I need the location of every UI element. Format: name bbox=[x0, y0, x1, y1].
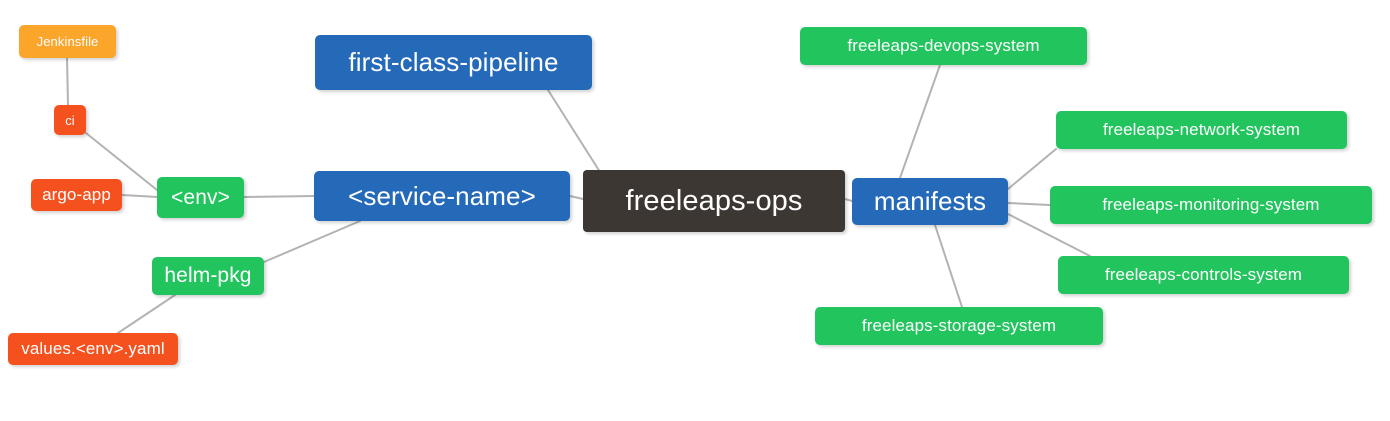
edge-manifests-to-freeleaps-network-system bbox=[1007, 148, 1057, 190]
edge-service-name-to-env bbox=[243, 195, 315, 198]
node-ci[interactable]: ci bbox=[54, 105, 86, 135]
node-env[interactable]: <env> bbox=[157, 177, 244, 218]
node-service-name[interactable]: <service-name> bbox=[314, 171, 570, 221]
node-freeleaps-devops-system[interactable]: freeleaps-devops-system bbox=[800, 27, 1087, 65]
edge-env-to-ci bbox=[85, 132, 158, 191]
edge-freeleaps-ops-to-service-name bbox=[569, 195, 584, 200]
edge-manifests-to-freeleaps-controls-system bbox=[1007, 213, 1091, 257]
edge-env-to-argo-app bbox=[121, 194, 158, 198]
edge-service-name-to-helm-pkg bbox=[263, 220, 361, 263]
node-first-class-pipeline[interactable]: first-class-pipeline bbox=[315, 35, 592, 90]
node-freeleaps-ops[interactable]: freeleaps-ops bbox=[583, 170, 845, 232]
node-freeleaps-controls-system[interactable]: freeleaps-controls-system bbox=[1058, 256, 1349, 294]
node-freeleaps-monitoring-system[interactable]: freeleaps-monitoring-system bbox=[1050, 186, 1372, 224]
node-freeleaps-storage-system[interactable]: freeleaps-storage-system bbox=[815, 307, 1103, 345]
node-jenkinsfile[interactable]: Jenkinsfile bbox=[19, 25, 116, 58]
edge-manifests-to-freeleaps-storage-system bbox=[934, 224, 963, 308]
node-argo-app[interactable]: argo-app bbox=[31, 179, 122, 211]
node-helm-pkg[interactable]: helm-pkg bbox=[152, 257, 264, 295]
edge-freeleaps-ops-to-first-class-pipeline bbox=[547, 89, 601, 173]
node-freeleaps-network-system[interactable]: freeleaps-network-system bbox=[1056, 111, 1347, 149]
edge-ci-to-jenkinsfile bbox=[66, 57, 69, 106]
node-values-env-yaml[interactable]: values.<env>.yaml bbox=[8, 333, 178, 365]
edge-helm-pkg-to-values-env-yaml bbox=[117, 294, 176, 334]
edge-manifests-to-freeleaps-devops-system bbox=[899, 64, 941, 179]
node-manifests[interactable]: manifests bbox=[852, 178, 1008, 225]
edge-freeleaps-ops-to-manifests bbox=[844, 198, 853, 202]
edge-manifests-to-freeleaps-monitoring-system bbox=[1007, 202, 1051, 206]
